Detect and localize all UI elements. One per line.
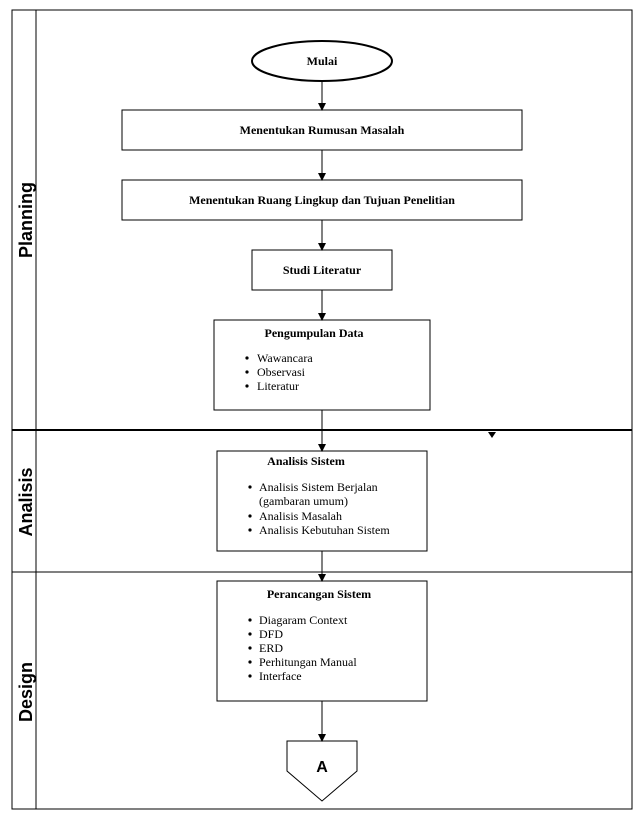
pengumpulan-data-item-literatur: Literatur [257, 379, 299, 393]
analisis-sistem-item-berjalan: Analisis Sistem Berjalan [259, 480, 378, 494]
bullet-icon [245, 384, 249, 388]
analisis-sistem-title: Analisis Sistem [267, 454, 345, 468]
analisis-sistem-item-masalah: Analisis Masalah [259, 509, 342, 523]
perancangan-item-context: Diagaram Context [259, 613, 348, 627]
process-rumusan-masalah-label: Menentukan Rumusan Masalah [240, 123, 405, 137]
pengumpulan-data-item-wawancara: Wawancara [257, 351, 313, 365]
bullet-icon [248, 514, 252, 518]
start-label: Mulai [307, 54, 338, 68]
process-ruang-lingkup [121, 179, 523, 221]
bullet-icon [248, 660, 252, 664]
swimlane-frame [11, 9, 633, 810]
analisis-sistem-item-berjalan-cont: (gambaran umum) [259, 494, 348, 508]
bullet-icon [248, 674, 252, 678]
bullet-icon [248, 618, 252, 622]
perancangan-item-dfd: DFD [259, 627, 283, 641]
pengumpulan-data-item-observasi: Observasi [257, 365, 306, 379]
bullet-icon [248, 632, 252, 636]
bullet-icon [245, 356, 249, 360]
offpage-connector [286, 740, 358, 802]
process-ruang-lingkup-label: Menentukan Ruang Lingkup dan Tujuan Pene… [189, 193, 455, 207]
lane-label-planning: Planning [16, 182, 36, 258]
perancangan-item-interface: Interface [259, 669, 302, 683]
process-perancangan-sistem [216, 580, 428, 702]
perancangan-item-erd: ERD [259, 641, 283, 655]
lane-label-analisis: Analisis [16, 467, 36, 536]
perancangan-sistem-title: Perancangan Sistem [267, 587, 371, 601]
bullet-icon [248, 646, 252, 650]
bullet-icon [248, 485, 252, 489]
offpage-connector-label: A [316, 759, 328, 776]
bullet-icon [248, 528, 252, 532]
pengumpulan-data-title: Pengumpulan Data [264, 326, 363, 340]
process-studi-literatur-label: Studi Literatur [283, 263, 362, 277]
analisis-sistem-item-kebutuhan: Analisis Kebutuhan Sistem [259, 523, 390, 537]
perancangan-item-perhitungan: Perhitungan Manual [259, 655, 357, 669]
bullet-icon [245, 370, 249, 374]
stray-arrowhead-icon [488, 432, 496, 438]
lane-label-design: Design [16, 662, 36, 722]
